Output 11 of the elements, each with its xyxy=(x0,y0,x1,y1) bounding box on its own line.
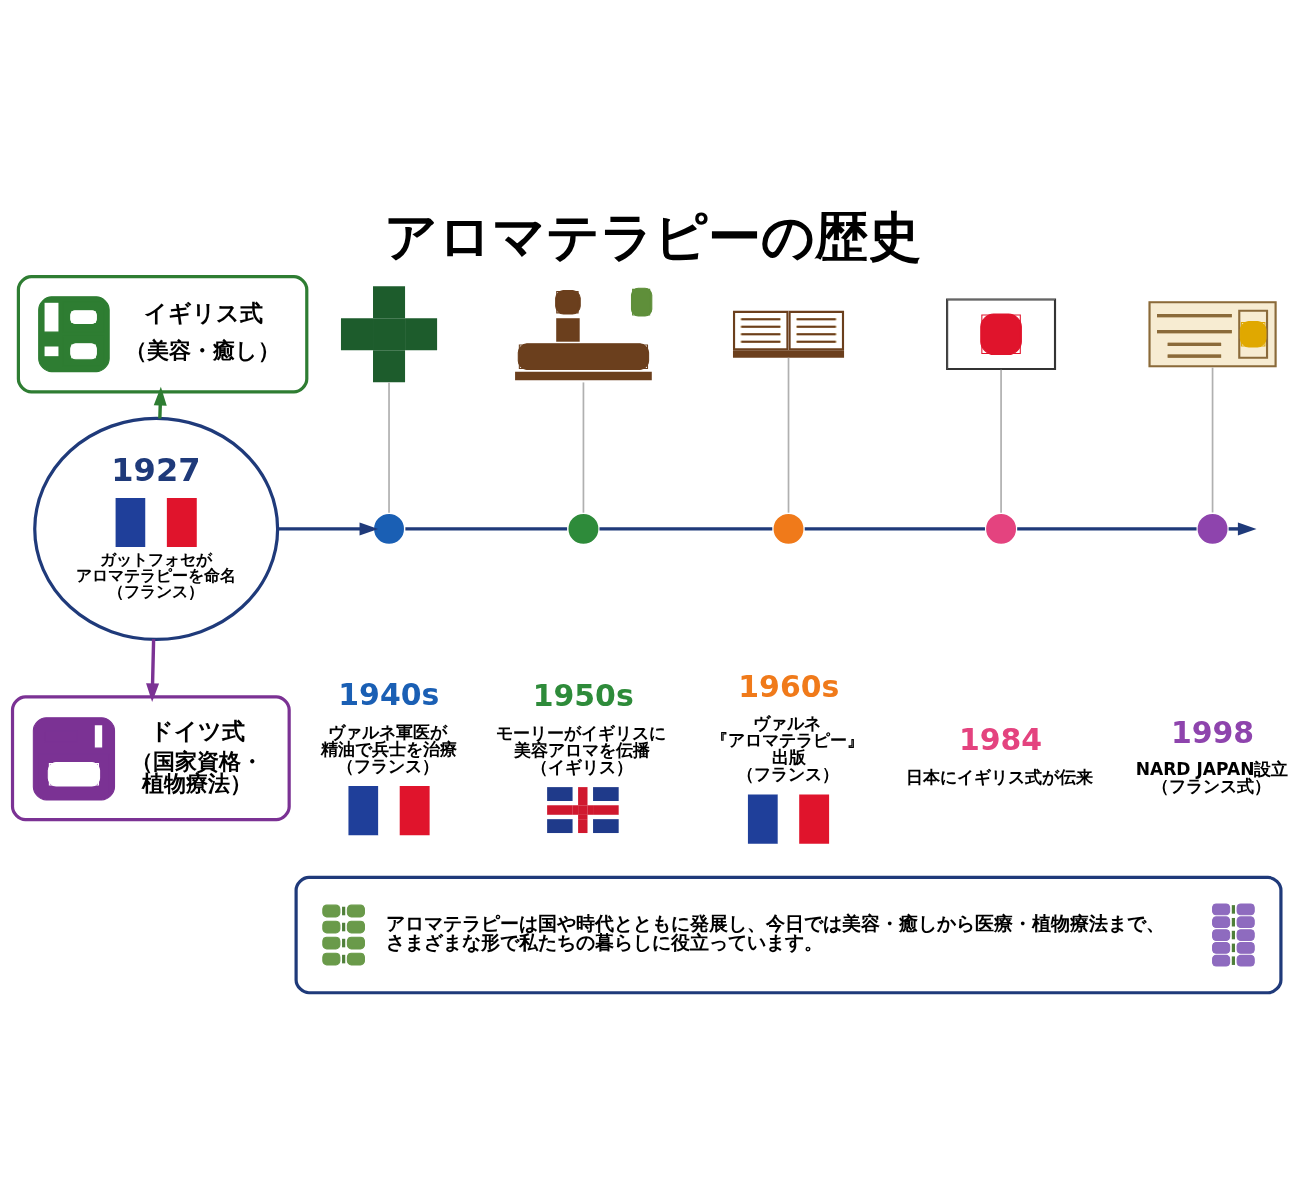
node-label: 1950s xyxy=(532,677,634,713)
node-label: 1998 xyxy=(1170,714,1255,750)
node-label: ヴァルネ軍医が精油で兵士を治療（フランス） xyxy=(320,721,457,776)
node-label: モーリーがイギリスに美容アロマを伝播（イギリス） xyxy=(495,722,666,777)
node-label: 1960s xyxy=(738,668,840,704)
node-label: 1940s xyxy=(338,676,440,712)
node-label: 日本にイギリス式が伝来 xyxy=(906,766,1094,787)
node-label: 1984 xyxy=(958,721,1043,757)
diagram-title: アロマテラピーの歴史 xyxy=(383,204,921,268)
node-label: ヴァルネ『アロマテラピー』出版（フランス） xyxy=(710,712,864,784)
node-label: NARD JAPAN設立（フランス式） xyxy=(1135,758,1289,796)
